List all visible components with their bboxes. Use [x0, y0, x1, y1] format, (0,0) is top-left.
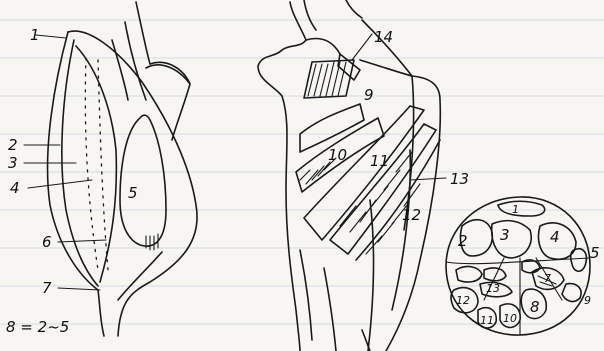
left-label-5: 5: [128, 184, 138, 202]
middle-label-14: 14: [374, 28, 393, 46]
middle-label-10: 10: [328, 146, 347, 164]
section-label-9: 9: [584, 294, 591, 307]
section-label-4: 4: [550, 228, 560, 246]
section-label-10: 10: [503, 312, 517, 325]
left-label-4: 4: [10, 179, 20, 197]
section-label-7: 7: [544, 272, 551, 285]
left-label-1: 1: [30, 26, 40, 44]
left-label-7: 7: [42, 279, 52, 297]
middle-label-12: 12: [402, 206, 421, 224]
section-label-11: 11: [480, 314, 494, 327]
section-label-5: 5: [590, 244, 600, 262]
section-label-12: 12: [456, 294, 470, 307]
section-label-8: 8: [530, 298, 540, 316]
middle-label-11: 11: [370, 152, 389, 170]
section-label-3: 3: [500, 226, 510, 244]
middle-label-9: 9: [364, 86, 374, 104]
section-label-2: 2: [458, 232, 468, 250]
middle-limb-figure: [258, 0, 446, 351]
left-label-3: 3: [8, 154, 18, 172]
section-label-1: 1: [512, 203, 519, 216]
cross-section-figure: [446, 197, 590, 335]
left-footnote: 8 = 2~5: [6, 318, 69, 336]
section-label-13: 13: [486, 282, 500, 295]
left-label-6: 6: [42, 233, 52, 251]
left-label-2: 2: [8, 136, 18, 154]
middle-label-13: 13: [450, 170, 469, 188]
